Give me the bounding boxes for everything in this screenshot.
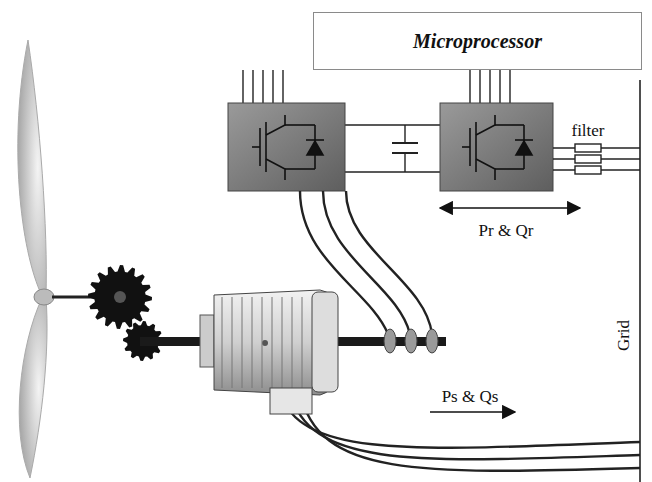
cooling-fin xyxy=(252,297,253,388)
cooling-fin xyxy=(292,297,293,388)
slip-rings xyxy=(384,329,438,353)
node-label: Microprocessor xyxy=(413,30,542,53)
power-arrow xyxy=(440,207,580,209)
power-label: Ps & Qs xyxy=(442,388,499,405)
control-wires xyxy=(243,70,510,104)
cooling-fin xyxy=(262,297,263,388)
power-arrow xyxy=(430,411,515,413)
cooling-fin xyxy=(272,297,273,388)
filter-lines xyxy=(553,144,640,174)
generator xyxy=(200,290,338,395)
rotor-side-converter xyxy=(228,103,345,191)
gearbox xyxy=(88,265,163,361)
cooling-fin xyxy=(222,297,223,388)
power-label: Pr & Qr xyxy=(479,222,534,239)
large-gear xyxy=(88,265,152,329)
grid-label: Grid xyxy=(615,319,632,350)
grid-bus xyxy=(639,80,641,482)
cooling-fin xyxy=(282,297,283,388)
cooling-fin xyxy=(242,297,243,388)
cooling-fin xyxy=(302,297,303,388)
controller-box: Microprocessor xyxy=(313,12,642,70)
stator-cables xyxy=(270,388,640,471)
filter-label: filter xyxy=(571,122,604,139)
grid-side-converter xyxy=(440,103,553,191)
turbine-rotor xyxy=(18,40,118,478)
cooling-fin xyxy=(232,297,233,388)
dc-link xyxy=(345,125,440,172)
gear-hub xyxy=(114,291,126,303)
